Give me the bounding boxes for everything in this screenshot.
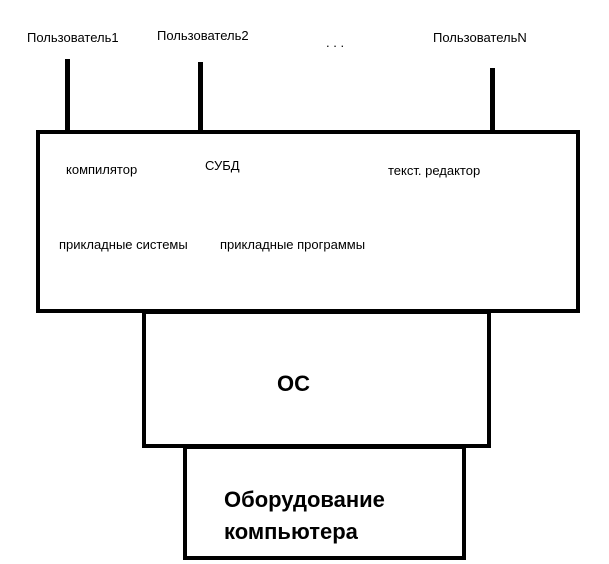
- dbms-label: СУБД: [205, 158, 240, 173]
- applied-systems-label: прикладные системы: [59, 237, 188, 252]
- user-1-label: Пользователь1: [27, 30, 119, 45]
- user-2-connector: [198, 62, 203, 132]
- user-1-connector: [65, 59, 70, 133]
- applied-programs-label: прикладные программы: [220, 237, 366, 252]
- hardware-label-line-2: компьютера: [224, 519, 358, 544]
- user-2-label: Пользователь2: [157, 28, 249, 43]
- text-editor-label: текст. редактор: [388, 163, 481, 178]
- os-label: ОС: [277, 371, 310, 396]
- applications-layer-box: [36, 130, 580, 313]
- users-ellipsis: . . .: [326, 35, 345, 50]
- user-n-connector: [490, 68, 495, 132]
- hardware-label-line-1: Оборудование: [224, 487, 385, 512]
- os-layer-box: [142, 310, 491, 448]
- user-n-label: ПользовательN: [433, 30, 527, 45]
- compiler-label: компилятор: [66, 162, 138, 177]
- hardware-label: Оборудование компьютера: [224, 484, 385, 548]
- hardware-layer-box: [183, 445, 466, 560]
